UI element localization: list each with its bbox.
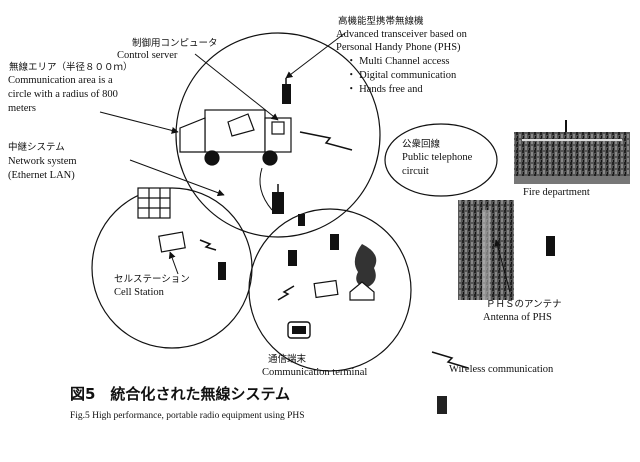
arrow-control-server: [194, 53, 279, 121]
terminal-jp: 通信端末: [268, 354, 307, 365]
phone-icon-2: [330, 234, 339, 250]
feature-3: ・ Hands free and: [346, 84, 423, 95]
arrow-cell: [168, 251, 179, 275]
fire-department-photo: [514, 120, 630, 184]
legend-phone-icon: [437, 396, 447, 414]
arrow-antenna: [494, 239, 511, 293]
control-server-jp: 制御用コンピュータ: [132, 38, 218, 49]
arrow-area: [99, 111, 179, 134]
laptop-icon: [313, 279, 339, 299]
tree-icon: [354, 244, 377, 288]
network-en-2: (Ethernet LAN): [8, 170, 75, 181]
area-en-1: Communication area is a: [8, 75, 113, 86]
transceiver-en-2: Personal Handy Phone (PHS): [336, 42, 461, 53]
phone-icon-left: [218, 262, 226, 280]
arrow-transceiver: [285, 32, 346, 79]
house-icon: [349, 281, 375, 301]
ethernet-cable: [259, 167, 273, 211]
feature-1: ・ Multi Channel access: [346, 56, 450, 67]
terminal-en: Communication terminal: [262, 367, 368, 378]
cell-station-en: Cell Station: [114, 287, 164, 298]
phone-icon-right: [546, 236, 555, 256]
network-jp: 中継システム: [8, 142, 65, 153]
building-icon: [137, 187, 171, 219]
arrow-network: [129, 159, 225, 197]
network-en-1: Network system: [8, 156, 77, 167]
control-server-en: Control server: [117, 50, 178, 61]
transceiver-icon: [282, 84, 291, 104]
public-en-1: Public telephone: [402, 152, 473, 163]
wireless-link: [199, 131, 469, 369]
area-en-2: circle with a radius of 800: [8, 89, 118, 100]
cell-station-jp: セルステーション: [114, 274, 190, 285]
phone-icon-1: [288, 250, 297, 266]
relay-radio-icon: [272, 192, 284, 214]
figure-title: 図5 統合化された無線システム: [70, 385, 290, 403]
transceiver-en-1: Advanced transceiver based on: [336, 29, 467, 40]
area-circle-top: [175, 32, 381, 238]
truck-icon: [179, 109, 292, 166]
public-circuit-ellipse: [384, 123, 498, 197]
transceiver-jp: 高機能型携帯無線機: [338, 16, 424, 27]
wireless-legend-label: Wireless communication: [449, 364, 554, 375]
public-en-2: circuit: [402, 166, 429, 177]
antenna-en: Antenna of PHS: [483, 312, 552, 323]
phone-icon-3: [298, 214, 305, 226]
cell-station-icon: [158, 231, 186, 253]
area-en-3: meters: [8, 103, 36, 114]
antenna-jp: ＰＨＳのアンテナ: [486, 299, 562, 310]
area-circle-left: [91, 187, 253, 349]
area-jp: 無線エリア（半径８００ｍ）: [9, 62, 133, 73]
figure-subtitle: Fig.5 High performance, portable radio e…: [70, 411, 305, 421]
public-jp: 公衆回線: [402, 139, 441, 150]
feature-2: ・ Digital communication: [346, 70, 457, 81]
fire-department-label: Fire department: [523, 187, 590, 198]
area-circle-right: [248, 208, 412, 372]
